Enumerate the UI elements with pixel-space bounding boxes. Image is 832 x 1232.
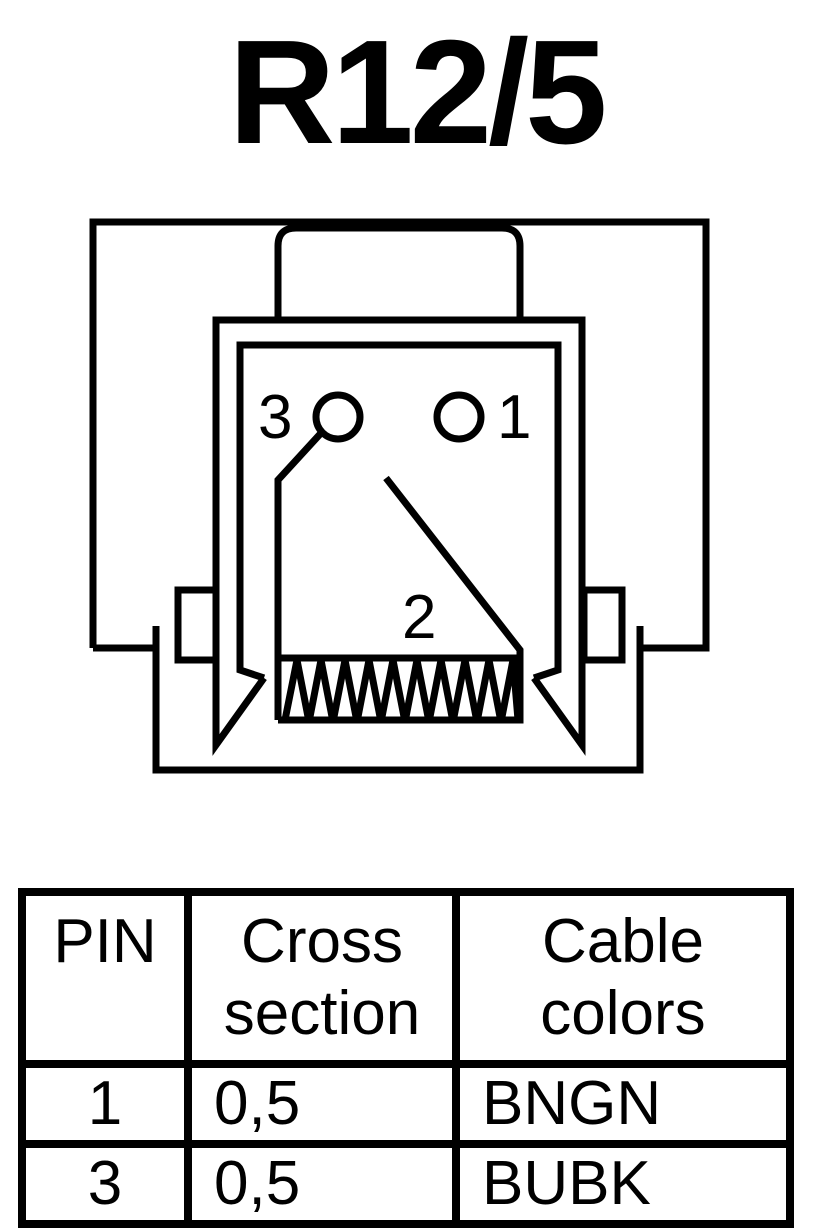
insert-outer-frame <box>212 316 586 756</box>
pin-2-label: 2 <box>402 583 436 652</box>
diagram-title: R12/5 <box>228 10 608 175</box>
pin-1-label: 1 <box>497 383 531 452</box>
header-colors-line2: colors <box>540 979 706 1048</box>
pin-3-label: 3 <box>258 383 292 452</box>
row-cross-section: 0,5 <box>184 1060 460 1148</box>
header-pin-label: PIN <box>53 907 157 976</box>
pin-table: PIN Cross section Cable colors 1 0,5 BNG… <box>18 888 794 1228</box>
right-latch <box>580 586 626 664</box>
header-colors-line1: Cable <box>542 907 704 976</box>
row-cable-colors: BNGN <box>452 1060 794 1148</box>
table-header-row: PIN Cross section Cable colors <box>18 888 794 1068</box>
outer-housing <box>89 218 710 652</box>
pin-3-wire <box>274 429 325 720</box>
header-cross-section: Cross section <box>184 888 460 1068</box>
left-latch <box>174 586 220 664</box>
pin-3-contact <box>312 391 364 443</box>
row-pin: 3 <box>18 1140 192 1228</box>
table-row: 1 0,5 BNGN <box>18 1060 794 1148</box>
header-pin: PIN <box>18 888 192 1068</box>
connector-diagram: 3 1 2 <box>89 218 710 774</box>
row-cable-colors: BUBK <box>452 1140 794 1228</box>
header-cross-line1: Cross <box>241 907 403 976</box>
bottom-base <box>152 626 644 774</box>
row-pin: 1 <box>18 1060 192 1148</box>
insert-inner-frame <box>236 341 562 682</box>
row-cross-section: 0,5 <box>184 1140 460 1228</box>
pin-1-contact <box>433 391 485 443</box>
key-tab <box>274 224 524 320</box>
coil-frame <box>278 654 524 724</box>
coil-zigzag <box>281 659 522 723</box>
header-cable-colors: Cable colors <box>452 888 794 1068</box>
header-cross-line2: section <box>223 979 421 1048</box>
table-row: 3 0,5 BUBK <box>18 1140 794 1228</box>
